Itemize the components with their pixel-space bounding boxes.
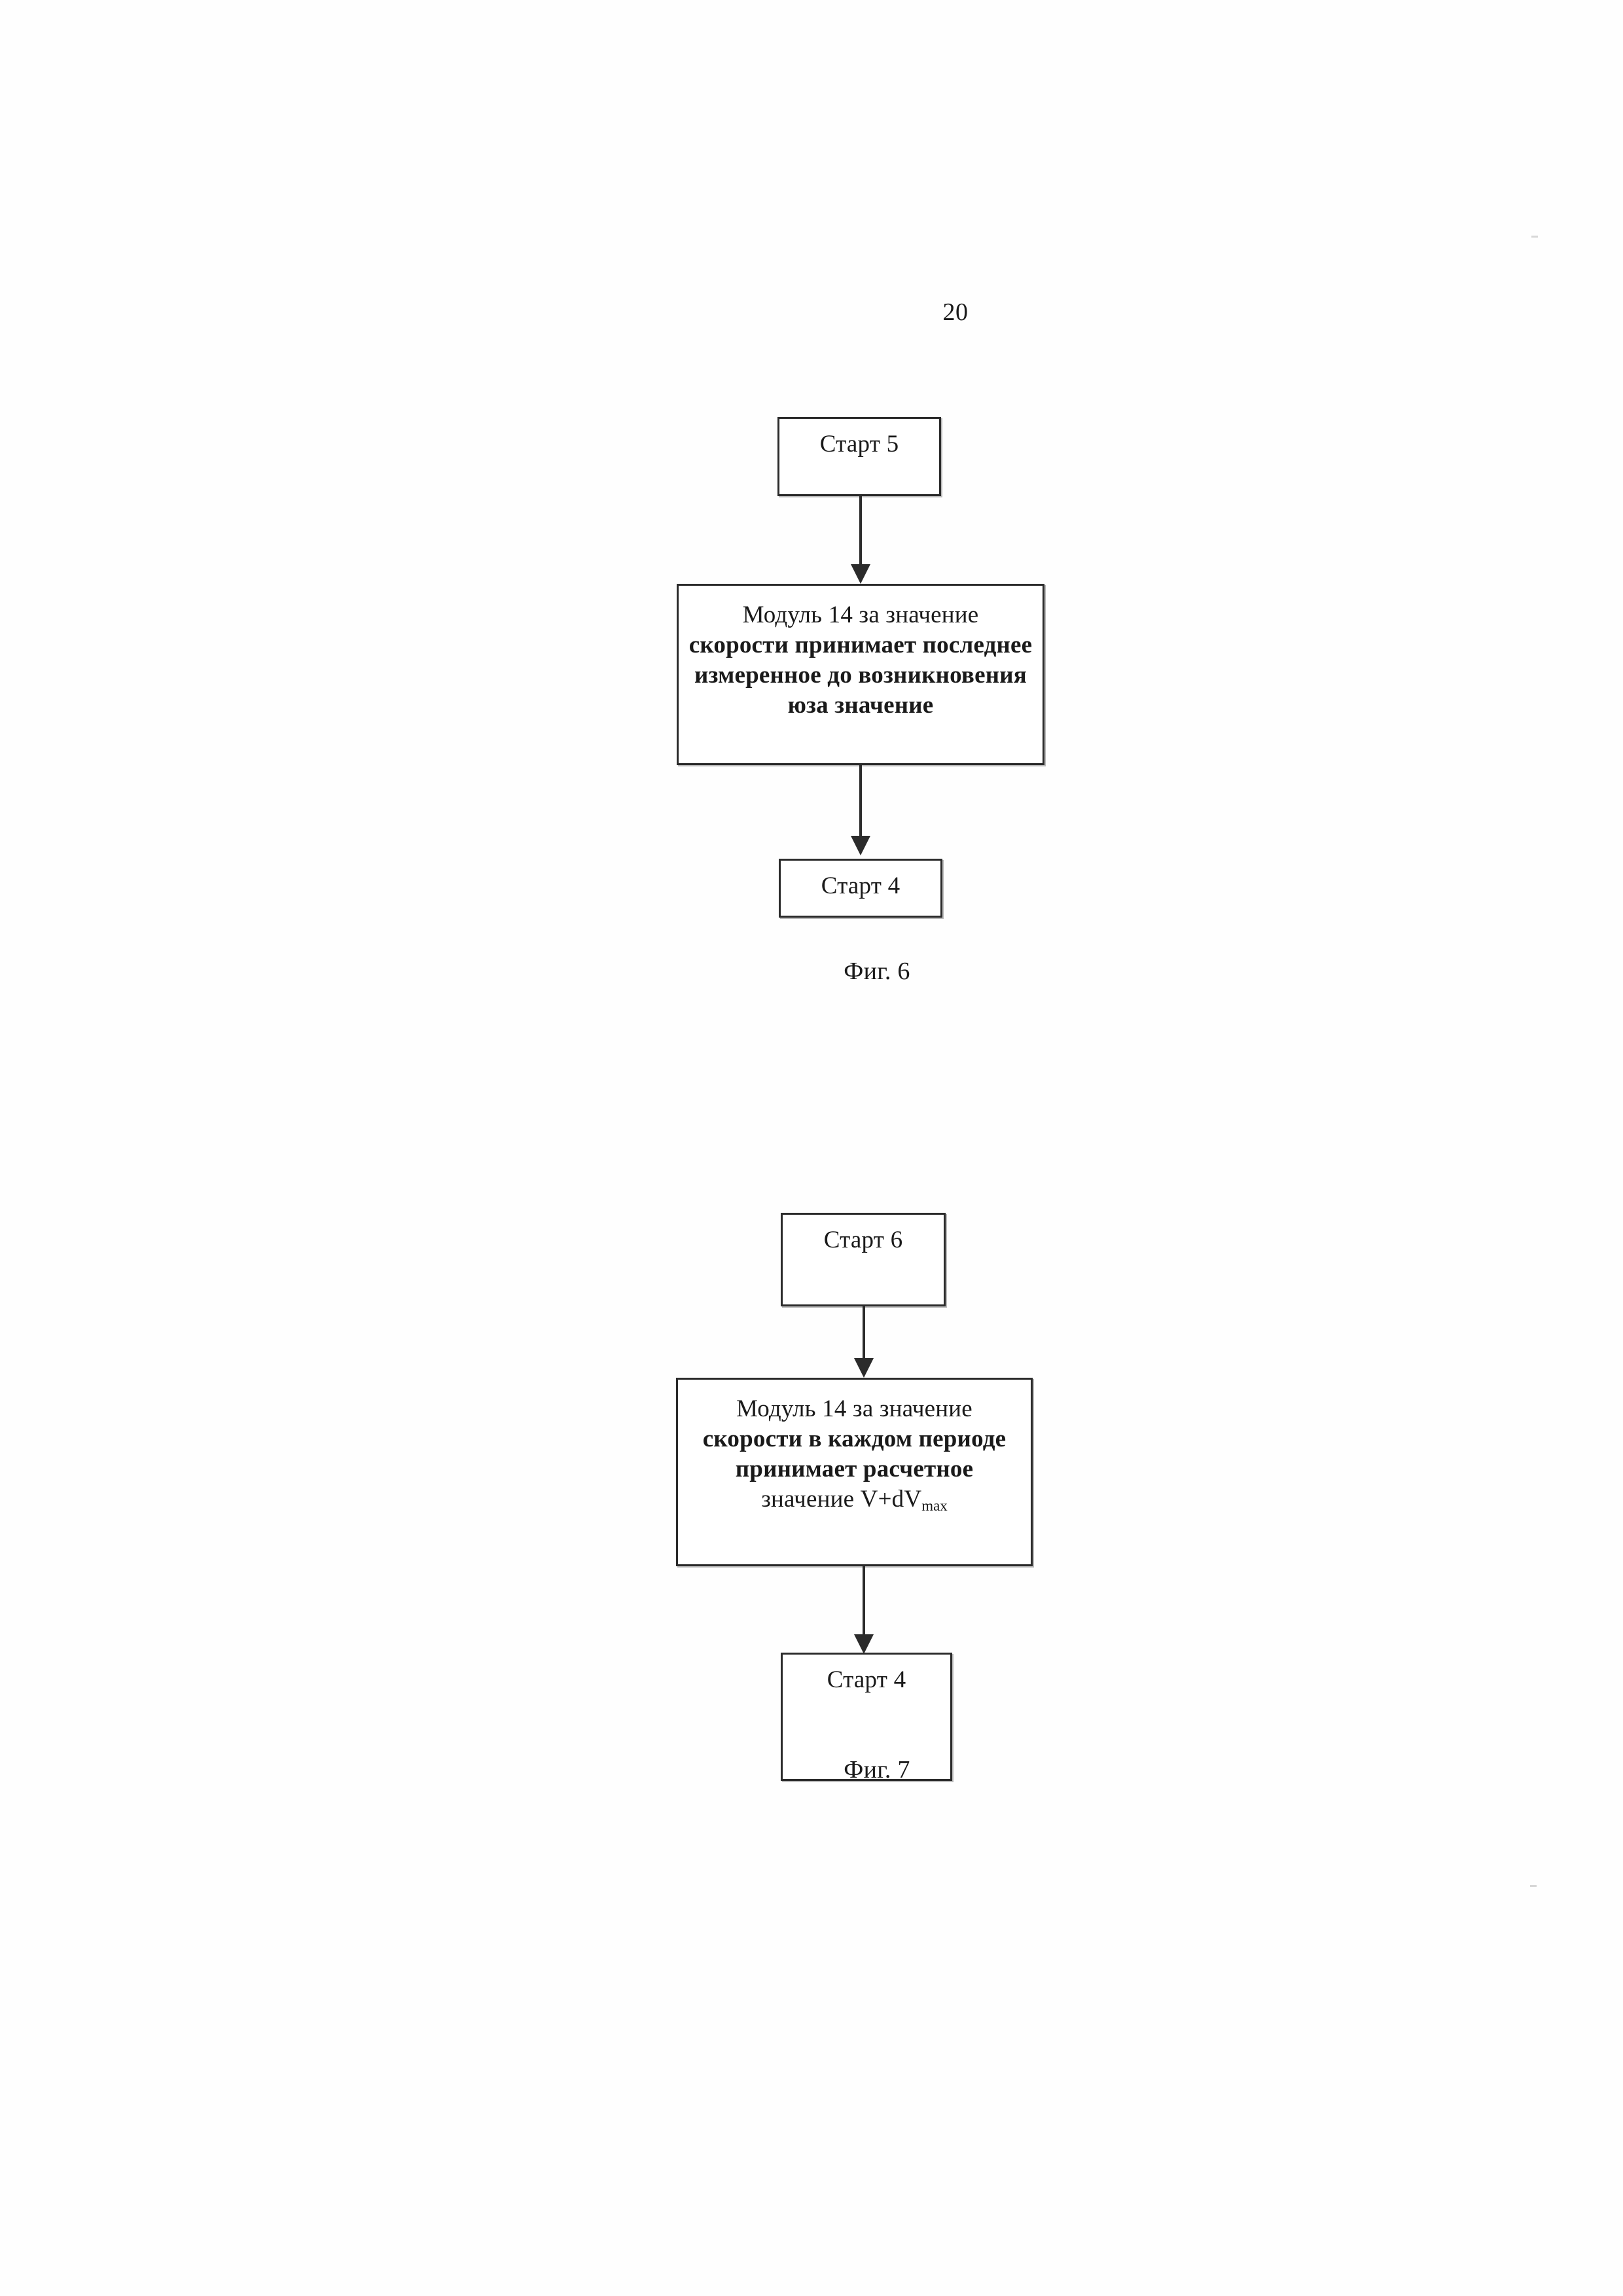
process-line-2: скорости принимает последнее <box>688 632 1033 658</box>
formula-subscript: max <box>921 1498 948 1515</box>
process-line-4-formula: значение V+dVmax <box>687 1484 1022 1517</box>
page-number: 20 <box>942 298 969 326</box>
process-line-4: юза значение <box>787 692 934 719</box>
start-5-box: Старт 5 <box>777 417 941 496</box>
figure-7-caption: Фиг. 7 <box>844 1756 910 1784</box>
process-line-2: скорости в каждом периоде <box>702 1426 1007 1452</box>
module-14-last-measured-box: Модуль 14 за значение скорости принимает… <box>677 584 1044 765</box>
scan-artifact <box>1530 1885 1537 1887</box>
start-4-label: Старт 4 <box>821 872 901 899</box>
module-14-last-measured-label: Модуль 14 за значение скорости принимает… <box>679 600 1043 721</box>
process-line-1: Модуль 14 за значение <box>742 601 979 628</box>
figure-6-caption: Фиг. 6 <box>844 958 910 985</box>
start-4-box: Старт 4 <box>779 859 942 918</box>
formula-base: значение V+dV <box>761 1486 922 1513</box>
module-14-computed-value-label: Модуль 14 за значение скорости в каждом … <box>678 1394 1031 1517</box>
module-14-computed-value-box: Модуль 14 за значение скорости в каждом … <box>676 1378 1033 1566</box>
start-4-label: Старт 4 <box>827 1666 906 1693</box>
start-6-label: Старт 6 <box>823 1227 903 1253</box>
process-line-1: Модуль 14 за значение <box>736 1395 972 1422</box>
process-line-3: измеренное до возникновения <box>694 662 1027 689</box>
start-6-box: Старт 6 <box>781 1213 946 1306</box>
scan-artifact <box>1531 236 1538 238</box>
start-4-box: Старт 4 <box>781 1653 952 1781</box>
process-line-3: принимает расчетное <box>735 1456 974 1482</box>
start-5-label: Старт 5 <box>819 431 899 457</box>
